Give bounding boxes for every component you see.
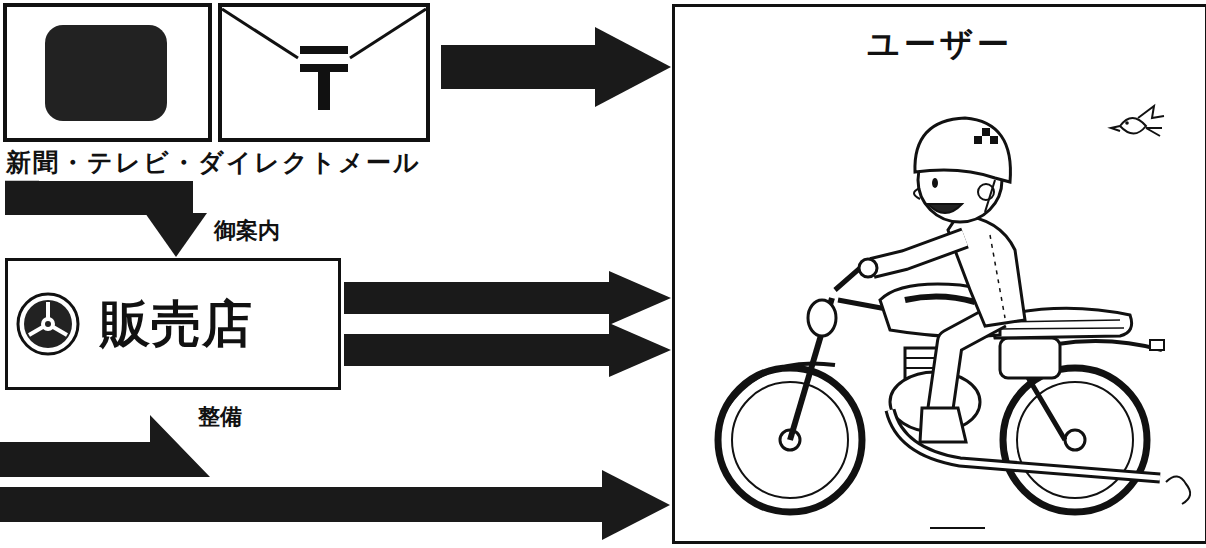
- yamaha-logo-part: [24, 300, 72, 348]
- rider-part: [985, 180, 995, 212]
- dealer-box: 販売店: [5, 258, 341, 390]
- tv-icon-part: [5, 5, 210, 140]
- service-arrow: [0, 415, 210, 477]
- mail-icon-part: [300, 46, 348, 54]
- yamaha-logo-part: [41, 317, 55, 331]
- arrow-shaft: [344, 334, 609, 366]
- rider-part: [940, 315, 1000, 412]
- motorcycle-part: [1150, 340, 1164, 350]
- flow-arrow: [344, 323, 671, 377]
- flow-arrow: [22, 181, 207, 257]
- motorcycle-part: [930, 527, 985, 529]
- bird: [1111, 106, 1164, 136]
- flow-arrow: [441, 27, 671, 107]
- bird-part: [1120, 118, 1146, 134]
- rider-part: [872, 238, 965, 268]
- rider-part: [974, 136, 982, 144]
- motorcycle-part: [725, 363, 835, 410]
- rider-part: [932, 178, 938, 188]
- service-arrow-part: [0, 415, 210, 477]
- mail-icon: [220, 5, 428, 140]
- mail-icon-part: [222, 9, 298, 58]
- arrow-shaft: [441, 45, 595, 89]
- edge-label: 御案内: [212, 218, 282, 244]
- rider-part: [915, 118, 1011, 182]
- long-arrow-part: [0, 487, 604, 522]
- motorcycle-part: [1003, 368, 1147, 512]
- arrow-head: [595, 27, 671, 107]
- long-arrow-part: [602, 470, 670, 540]
- yamaha-logo-part: [18, 294, 78, 354]
- mail-icon-part: [318, 72, 330, 110]
- bird-part: [1146, 128, 1162, 136]
- motorcycle-part: [1017, 382, 1133, 498]
- flow-label: 整備: [196, 404, 244, 430]
- rider: [859, 118, 1025, 442]
- motorcycle-part: [808, 300, 836, 336]
- rider-part: [990, 235, 1005, 318]
- arrow-head: [609, 323, 671, 377]
- rider-part: [872, 238, 965, 268]
- motorcycle: [718, 262, 1190, 528]
- tv-icon: [5, 5, 210, 140]
- motorcycle-part: [905, 296, 975, 302]
- arrow-shaft: [22, 181, 176, 213]
- motorcycle-part: [1065, 430, 1085, 450]
- motorcycle-part: [1000, 338, 1060, 378]
- rider-part: [982, 128, 990, 136]
- arrow-shaft: [344, 282, 609, 314]
- mail-icon-part: [220, 5, 428, 140]
- rider-part: [920, 408, 966, 442]
- yamaha-logo-part: [45, 321, 51, 327]
- media-group: 新聞・テレビ・ダイレクトメール: [4, 4, 438, 178]
- rider-part: [940, 315, 1000, 412]
- tv-icon-part: [45, 25, 167, 121]
- mail-icon-part: [300, 64, 348, 72]
- arrow-head: [145, 213, 207, 257]
- rider-part: [914, 188, 920, 199]
- bird-part: [1111, 126, 1120, 131]
- flow-arrow: [344, 271, 671, 325]
- rider-part: [990, 136, 998, 144]
- motorcycle-part: [1000, 328, 1124, 329]
- rider-part: [859, 259, 877, 277]
- bird-part: [1125, 121, 1129, 125]
- long-arrow: [0, 470, 670, 540]
- rider-part: [928, 204, 962, 213]
- mail-icon-part: [350, 9, 426, 58]
- motorcycle-part: [1166, 476, 1190, 504]
- node-text: 販売店: [100, 294, 253, 354]
- node-text: 新聞・テレビ・ダイレクトメール: [6, 148, 438, 178]
- arrow-head: [609, 271, 671, 325]
- user-box: ユーザー: [672, 4, 1206, 544]
- node-text: ユーザー: [675, 25, 1205, 63]
- bird-part: [1138, 106, 1164, 118]
- yamaha-logo: [18, 294, 78, 354]
